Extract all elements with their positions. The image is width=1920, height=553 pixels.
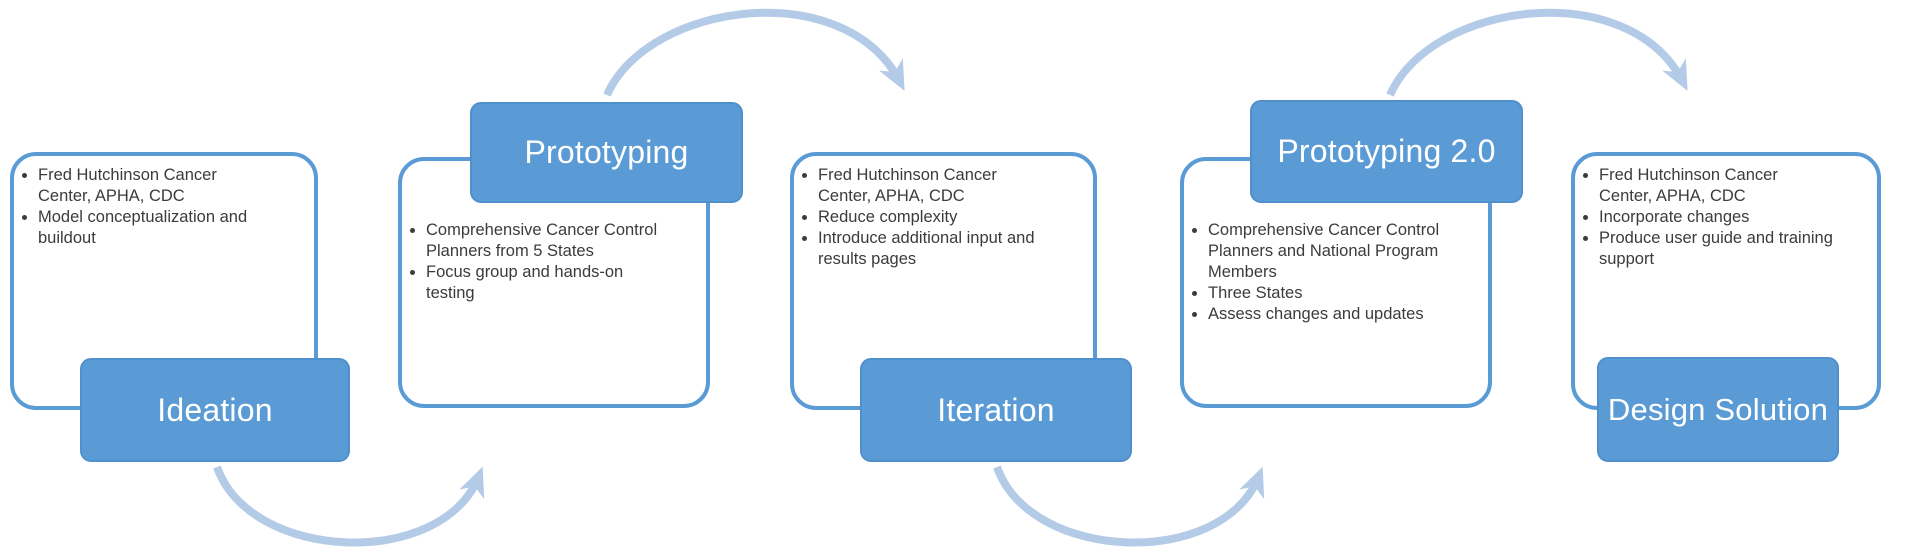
bullet-item: Fred Hutchinson Cancer Center, APHA, CDC: [1599, 165, 1834, 207]
curved-arrow-prototyping2-to-design-solution: [1386, 8, 1688, 97]
stage-title-iteration: Iteration: [860, 358, 1132, 462]
bullet-item: Focus group and hands-on testing: [426, 262, 666, 304]
bullet-item: Produce user guide and training support: [1599, 228, 1834, 270]
bullet-list: Fred Hutchinson Cancer Center, APHA, CDC…: [14, 165, 273, 249]
bullet-list: Fred Hutchinson Cancer Center, APHA, CDC…: [794, 165, 1053, 270]
bullet-item: Assess changes and updates: [1208, 304, 1448, 325]
stage-title-design-solution: Design Solution: [1597, 357, 1839, 462]
bullet-item: Fred Hutchinson Cancer Center, APHA, CDC: [38, 165, 273, 207]
stage-title-prototyping-2-0: Prototyping 2.0: [1250, 100, 1523, 203]
curved-arrow-ideation-to-prototyping: [213, 465, 485, 547]
bullet-list: Comprehensive Cancer Control Planners fr…: [402, 220, 666, 304]
bullet-item: Model conceptualization and buildout: [38, 207, 273, 249]
bullet-list: Comprehensive Cancer Control Planners an…: [1184, 220, 1448, 325]
curved-arrow-iteration-to-prototyping2: [993, 465, 1265, 547]
stage-title-prototyping: Prototyping: [470, 102, 743, 203]
bullet-item: Three States: [1208, 283, 1448, 304]
stage-title-ideation: Ideation: [80, 358, 350, 462]
curved-arrow-prototyping-to-iteration: [603, 8, 905, 97]
stage-panel-ideation: Fred Hutchinson Cancer Center, APHA, CDC…: [10, 152, 318, 410]
bullet-item: Incorporate changes: [1599, 207, 1834, 228]
bullet-item: Fred Hutchinson Cancer Center, APHA, CDC: [818, 165, 1053, 207]
bullet-list: Fred Hutchinson Cancer Center, APHA, CDC…: [1575, 165, 1834, 270]
bullet-item: Comprehensive Cancer Control Planners fr…: [426, 220, 666, 262]
bullet-item: Reduce complexity: [818, 207, 1053, 228]
bullet-item: Comprehensive Cancer Control Planners an…: [1208, 220, 1448, 283]
bullet-item: Introduce additional input and results p…: [818, 228, 1053, 270]
